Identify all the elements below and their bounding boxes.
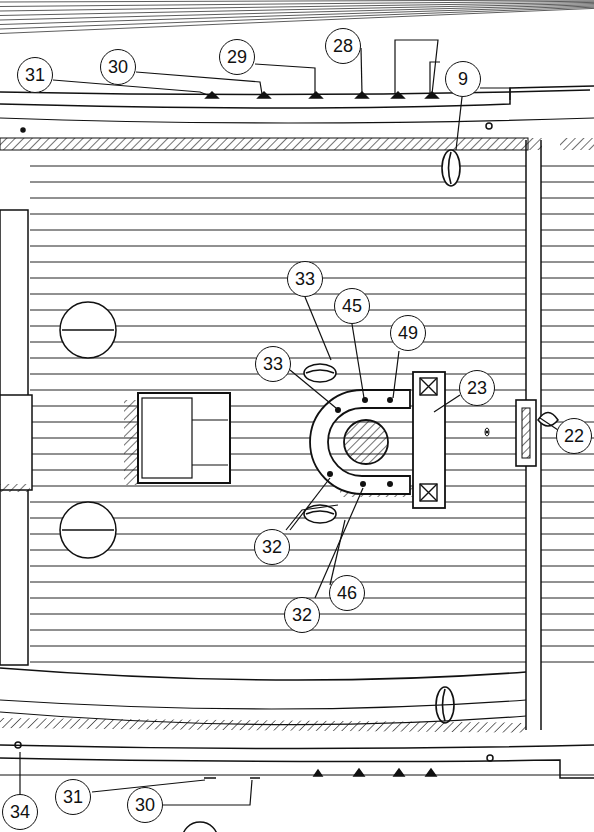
callout-text: 28 bbox=[333, 37, 353, 55]
callout-number: 31 bbox=[17, 57, 53, 93]
callout-text: 22 bbox=[564, 427, 584, 445]
callout-number: 33 bbox=[287, 261, 323, 297]
callout-number: 28 bbox=[325, 28, 361, 64]
callout-text: 33 bbox=[263, 355, 283, 373]
callout-number: 32 bbox=[284, 597, 320, 633]
callout-text: 23 bbox=[467, 379, 487, 397]
callout-number: 9 bbox=[445, 61, 481, 97]
callout-text: 30 bbox=[108, 58, 128, 76]
callout-number: 45 bbox=[334, 288, 370, 324]
callout-number: 23 bbox=[459, 370, 495, 406]
callout-text: 31 bbox=[25, 66, 45, 84]
callout-number: 29 bbox=[219, 39, 255, 75]
callout-text: 49 bbox=[398, 324, 418, 342]
callout-number: 46 bbox=[329, 575, 365, 611]
callout-text: 31 bbox=[63, 788, 83, 806]
callout-number: 34 bbox=[2, 794, 38, 830]
callout-text: 33 bbox=[295, 270, 315, 288]
callout-text: 32 bbox=[262, 538, 282, 556]
callout-text: 45 bbox=[342, 297, 362, 315]
callout-number: 33 bbox=[255, 346, 291, 382]
callout-text: 32 bbox=[292, 606, 312, 624]
callout-text: 30 bbox=[135, 796, 155, 814]
callout-text: 9 bbox=[458, 70, 468, 88]
callout-number: 30 bbox=[127, 787, 163, 823]
callout-number: 30 bbox=[100, 49, 136, 85]
callout-number: 31 bbox=[55, 779, 91, 815]
callout-number: 49 bbox=[390, 315, 426, 351]
callout-number: 22 bbox=[556, 418, 592, 454]
callout-text: 29 bbox=[227, 48, 247, 66]
callout-text: 46 bbox=[337, 584, 357, 602]
callout-text: 34 bbox=[10, 803, 30, 821]
callout-number: 32 bbox=[254, 529, 290, 565]
